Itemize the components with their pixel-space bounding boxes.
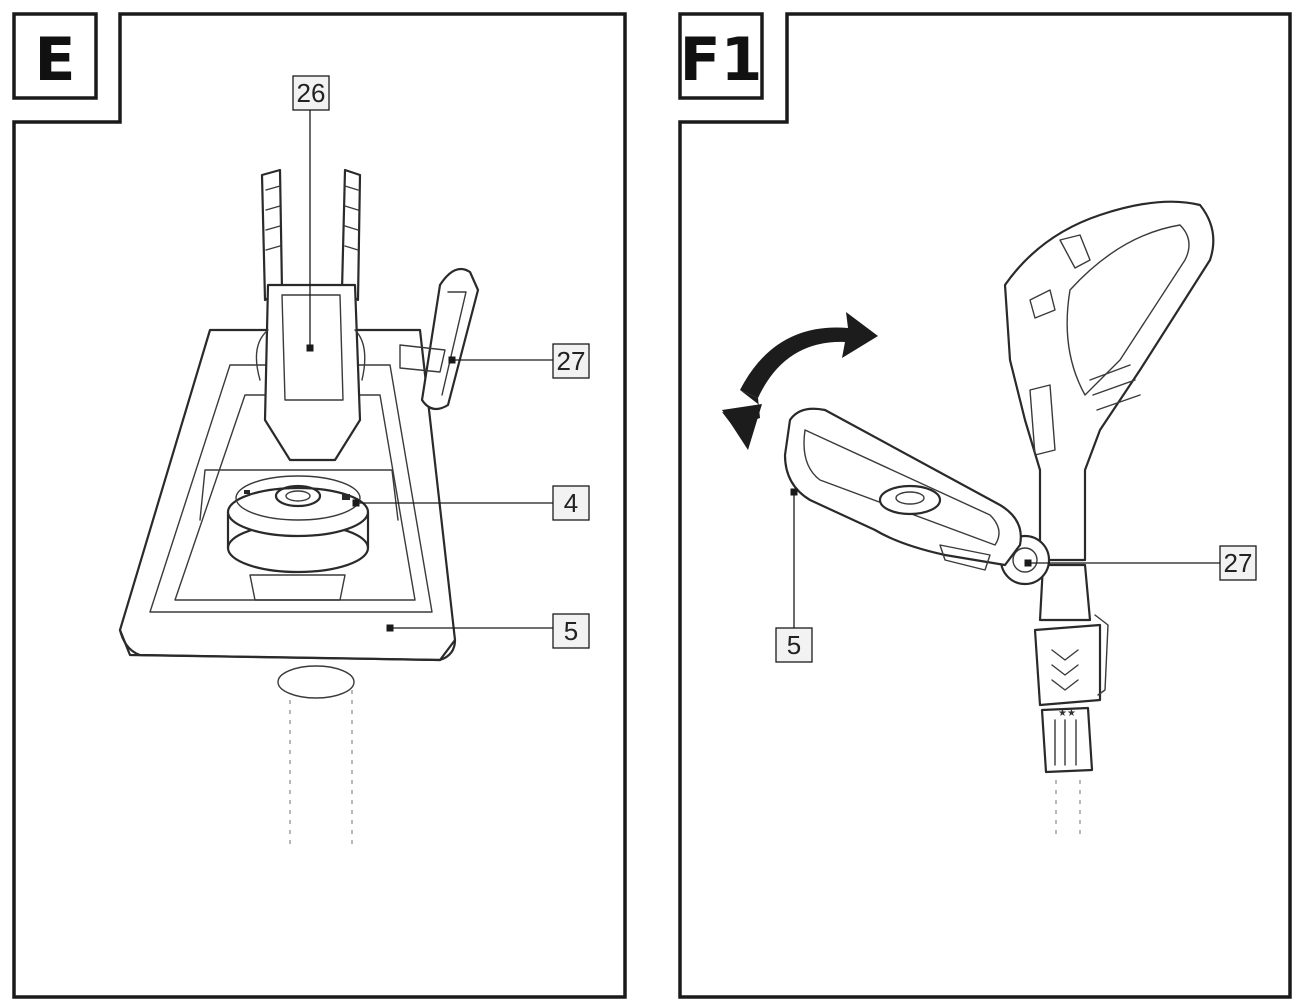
callout-26: 26 xyxy=(292,75,330,352)
panel-f1-frame xyxy=(678,12,1292,999)
panel-e-label-box xyxy=(12,12,98,100)
panel-f1: F1 ★★ xyxy=(678,12,1292,999)
callout-4: 4 xyxy=(352,485,590,521)
panel-f1-label-box xyxy=(678,12,764,100)
svg-text:4: 4 xyxy=(564,488,578,518)
panel-e-frame xyxy=(12,12,627,999)
callout-27: 27 xyxy=(448,343,590,379)
svg-text:5: 5 xyxy=(564,616,578,646)
callout-5-f1: 5 xyxy=(775,488,813,663)
panel-f1-label: F1 xyxy=(680,25,763,95)
svg-text:5: 5 xyxy=(787,630,801,660)
panel-e-label: E xyxy=(35,25,76,95)
svg-text:26: 26 xyxy=(297,78,326,108)
panel-e: E xyxy=(12,12,627,999)
callout-27-f1: 27 xyxy=(1024,545,1257,581)
rotation-arrow-icon xyxy=(722,312,878,450)
trimmer-handle-illustration: ★★ xyxy=(783,200,1215,835)
svg-text:★★: ★★ xyxy=(1058,708,1076,719)
svg-text:27: 27 xyxy=(557,346,586,376)
callout-5: 5 xyxy=(386,613,590,649)
svg-text:27: 27 xyxy=(1224,548,1253,578)
trimmer-top-view-illustration xyxy=(118,168,480,850)
